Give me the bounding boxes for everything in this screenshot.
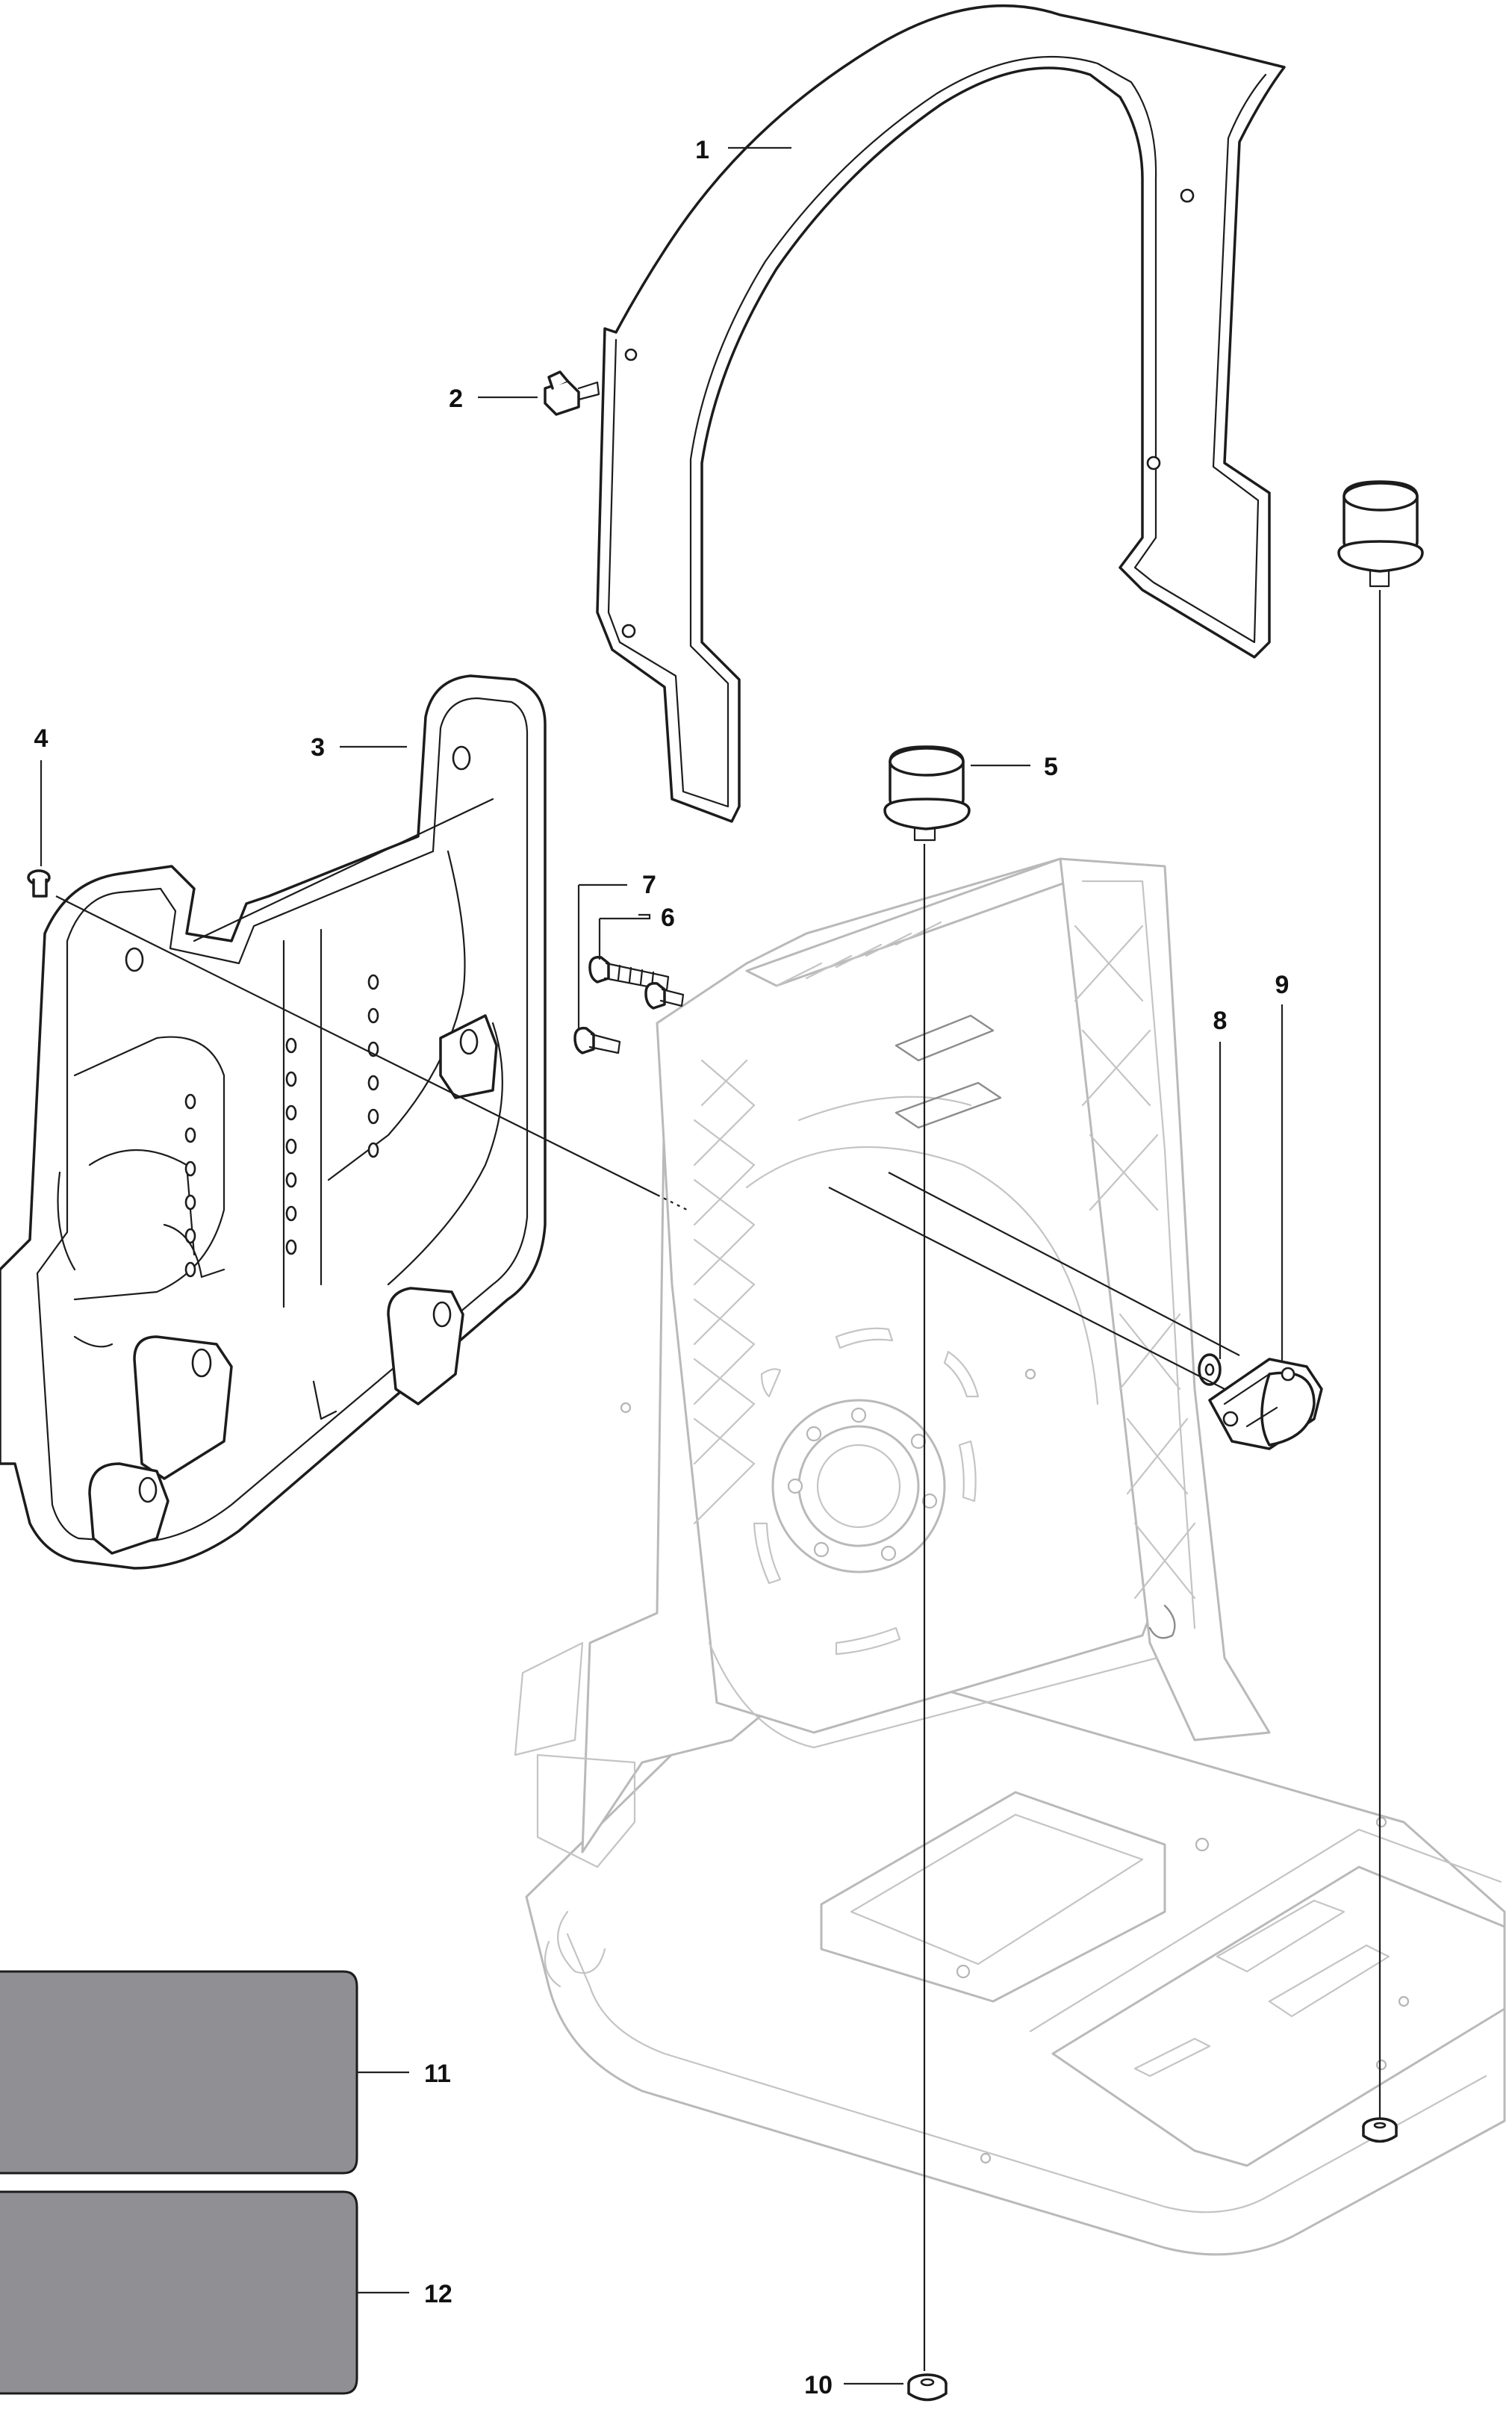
leader-lines bbox=[40, 146, 1284, 2385]
callout-5: 5 bbox=[1044, 753, 1058, 781]
part-6-screw bbox=[644, 982, 685, 1010]
part-12-label bbox=[0, 2190, 358, 2395]
callout-10: 10 bbox=[804, 2371, 833, 2399]
callout-7: 7 bbox=[642, 871, 656, 899]
part-5-rubber-foot bbox=[883, 745, 971, 842]
backplate-frame bbox=[514, 857, 1506, 2256]
assembly-axes bbox=[55, 590, 1381, 2371]
callout-9: 9 bbox=[1275, 971, 1289, 999]
callout-12: 12 bbox=[424, 2280, 452, 2308]
callout-11: 11 bbox=[424, 2060, 451, 2088]
callout-4: 4 bbox=[34, 724, 49, 753]
part-5-rubber-foot-right bbox=[1337, 480, 1424, 588]
callout-1: 1 bbox=[695, 136, 709, 164]
part-10-foot-right bbox=[1362, 2117, 1398, 2143]
part-11-label bbox=[0, 1970, 358, 2175]
part-2-screw bbox=[544, 370, 600, 416]
part-3-back-cover bbox=[0, 674, 547, 1570]
part-4-pin bbox=[27, 869, 51, 898]
callout-8: 8 bbox=[1213, 1007, 1228, 1035]
callout-numbers: 1 2 3 4 5 6 7 8 9 10 11 12 bbox=[34, 136, 1289, 2399]
callout-3: 3 bbox=[311, 733, 325, 762]
callout-2: 2 bbox=[449, 385, 463, 413]
callout-6: 6 bbox=[661, 904, 675, 932]
part-1-frame-bracket bbox=[596, 4, 1286, 823]
part-8-washer bbox=[1198, 1353, 1222, 1386]
part-9-dampener bbox=[1208, 1358, 1323, 1450]
part-7-screws bbox=[573, 956, 670, 1054]
part-10-foot bbox=[907, 2373, 948, 2402]
